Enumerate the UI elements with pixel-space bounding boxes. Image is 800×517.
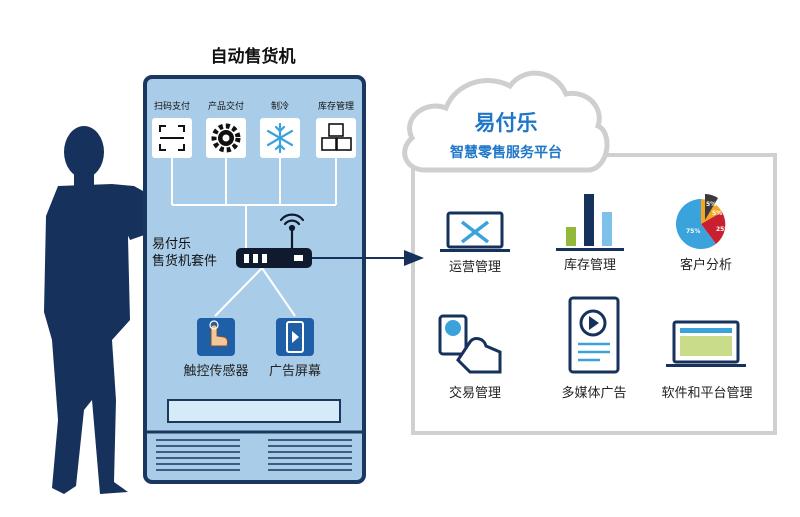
boxes-icon (321, 123, 352, 151)
feature-label-inventory: 库存管理 (563, 258, 617, 273)
feature-label-media-ads: 多媒体广告 (561, 386, 627, 401)
pie-label-75: 75% (686, 228, 701, 235)
module-label-qr-scan: 扫码支付 (153, 102, 191, 112)
vent-right (268, 439, 352, 471)
qr-scan-icon (159, 125, 185, 151)
pie-label-5b: 5% (706, 201, 717, 208)
platform-slogan: 智慧零售服务平台 (450, 145, 562, 161)
laptop-tools-icon (440, 211, 510, 252)
output-label-touch-sensor: 触控传感器 (183, 364, 249, 379)
module-label-inventory: 库存管理 (317, 102, 355, 112)
pie-label-25: 25% (716, 226, 731, 233)
media-document-icon (568, 296, 620, 374)
module-label-cooling: 制冷 (270, 102, 290, 112)
module-connectors (171, 158, 337, 317)
kit-device (236, 248, 312, 268)
feature-label-software-platform: 软件和平台管理 (661, 386, 753, 401)
vending-machine-body (143, 75, 366, 484)
wifi-antenna-icon (279, 213, 305, 250)
feature-label-operations: 运营管理 (448, 260, 502, 275)
bar-chart-icon (556, 194, 624, 251)
gear-icon (211, 123, 241, 153)
platform-brand: 易付乐 (474, 111, 538, 135)
dispense-slot (167, 399, 341, 423)
module-label-delivery: 产品交付 (207, 102, 245, 112)
vent-left (156, 439, 240, 471)
pie-label-5a: 5% (712, 210, 723, 217)
feature-label-transactions: 交易管理 (448, 386, 502, 401)
kit-label: 易付乐 售货机套件 (152, 237, 218, 269)
snowflake-icon (266, 122, 294, 154)
cloud-shape (402, 70, 610, 173)
dollar-hand-icon (438, 314, 502, 374)
pie-chart-icon (676, 194, 726, 249)
laptop-dashboard-icon (666, 320, 746, 367)
play-screen-icon (276, 318, 314, 356)
machine-title: 自动售货机 (210, 47, 296, 67)
output-label-ad-screen: 广告屏幕 (268, 364, 322, 379)
feature-label-customer-analysis: 客户分析 (679, 258, 733, 273)
touch-hand-icon (197, 318, 235, 356)
